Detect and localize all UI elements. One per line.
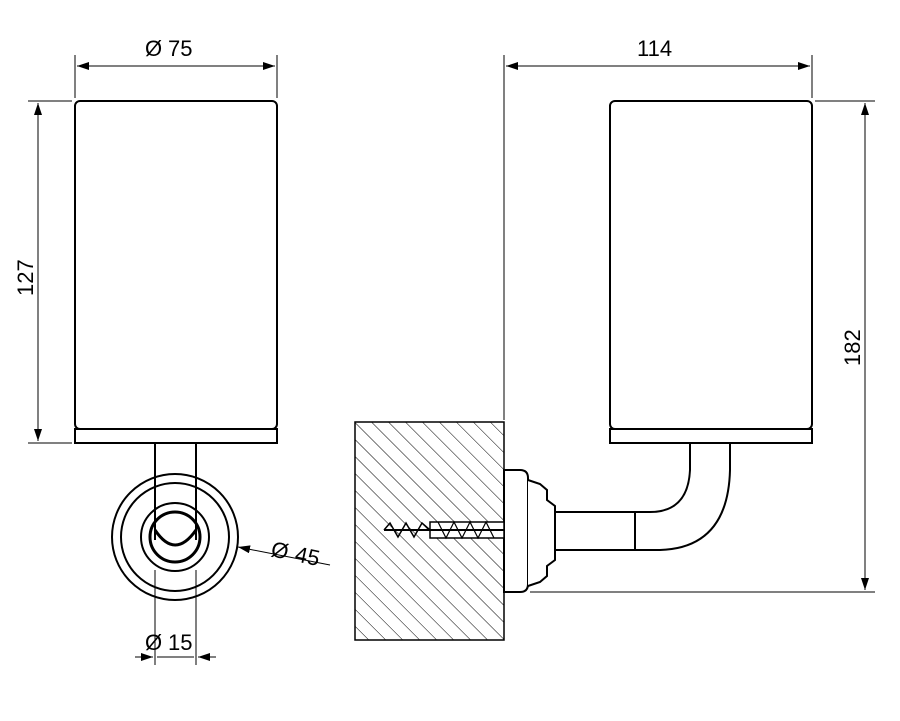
dim-line-45 [237,545,331,566]
dim-label-114: 114 [637,36,672,61]
front-stem-end [153,529,198,547]
dim-label-45: 45 [293,541,322,571]
screw-anchor [383,520,505,540]
diameter-symbol-75: Ø [145,36,162,61]
front-rosette-inner [140,502,210,572]
front-cup-body [74,100,278,430]
diameter-symbol-45: Ø [269,536,291,564]
front-cup-base [74,428,278,444]
dim-label-75: 75 [168,36,192,61]
front-rosette-core [148,510,202,564]
side-cup-body [609,100,813,430]
dim-label-127: 127 [13,259,38,296]
arm-horizontal [554,511,636,551]
arm-bend [635,443,691,513]
side-view: 114 182 [354,36,875,641]
front-rosette-middle [120,482,230,592]
front-rosette-outer [111,473,239,601]
dim-label-15: 15 [168,630,192,655]
front-view: Ø 75 127 Ø 45 Ø 15 [13,36,331,665]
side-cup-base [609,428,813,444]
dim-label-182: 182 [840,329,865,366]
diameter-symbol-15: Ø [145,630,162,655]
wall-plate [503,469,529,593]
rosette-profile [527,479,556,587]
arm-bend-outer [635,443,731,551]
